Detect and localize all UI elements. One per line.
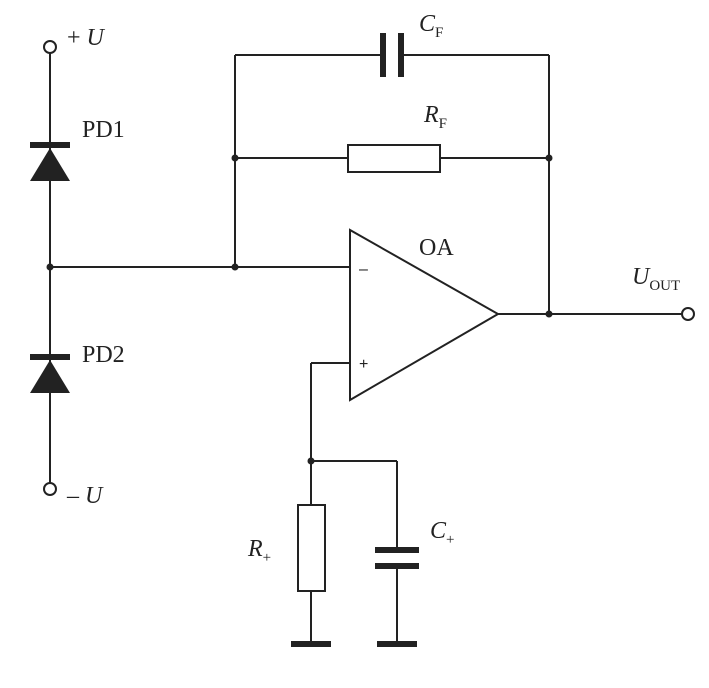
pd1-diode <box>30 142 70 181</box>
supply-neg-label: –U <box>66 483 104 509</box>
pd1-label: PD1 <box>82 117 125 143</box>
pd2-label: PD2 <box>82 342 125 368</box>
junction-dot <box>231 263 239 271</box>
supply-neg-terminal <box>43 482 57 496</box>
rf-label: RF <box>423 102 447 132</box>
uout-label: UOUT <box>632 264 680 294</box>
supply-pos-label: +U <box>67 25 106 51</box>
supply-pos-terminal <box>43 40 57 54</box>
junction-dot <box>545 154 553 162</box>
cf-label: CF <box>419 11 443 41</box>
r-plus-resistor <box>297 504 326 592</box>
opamp-triangle <box>349 228 501 402</box>
oa-label: OA <box>419 235 454 261</box>
rf-resistor <box>347 144 441 173</box>
r-plus-label: R+ <box>247 536 271 566</box>
c-plus-label: C+ <box>430 518 454 548</box>
junction-dot <box>231 154 239 162</box>
inverting-input-sign: – <box>359 261 368 278</box>
pd2-diode <box>30 354 70 393</box>
junction-dot <box>46 263 54 271</box>
output-terminal <box>681 307 695 321</box>
noninverting-input-sign: + <box>359 356 368 373</box>
